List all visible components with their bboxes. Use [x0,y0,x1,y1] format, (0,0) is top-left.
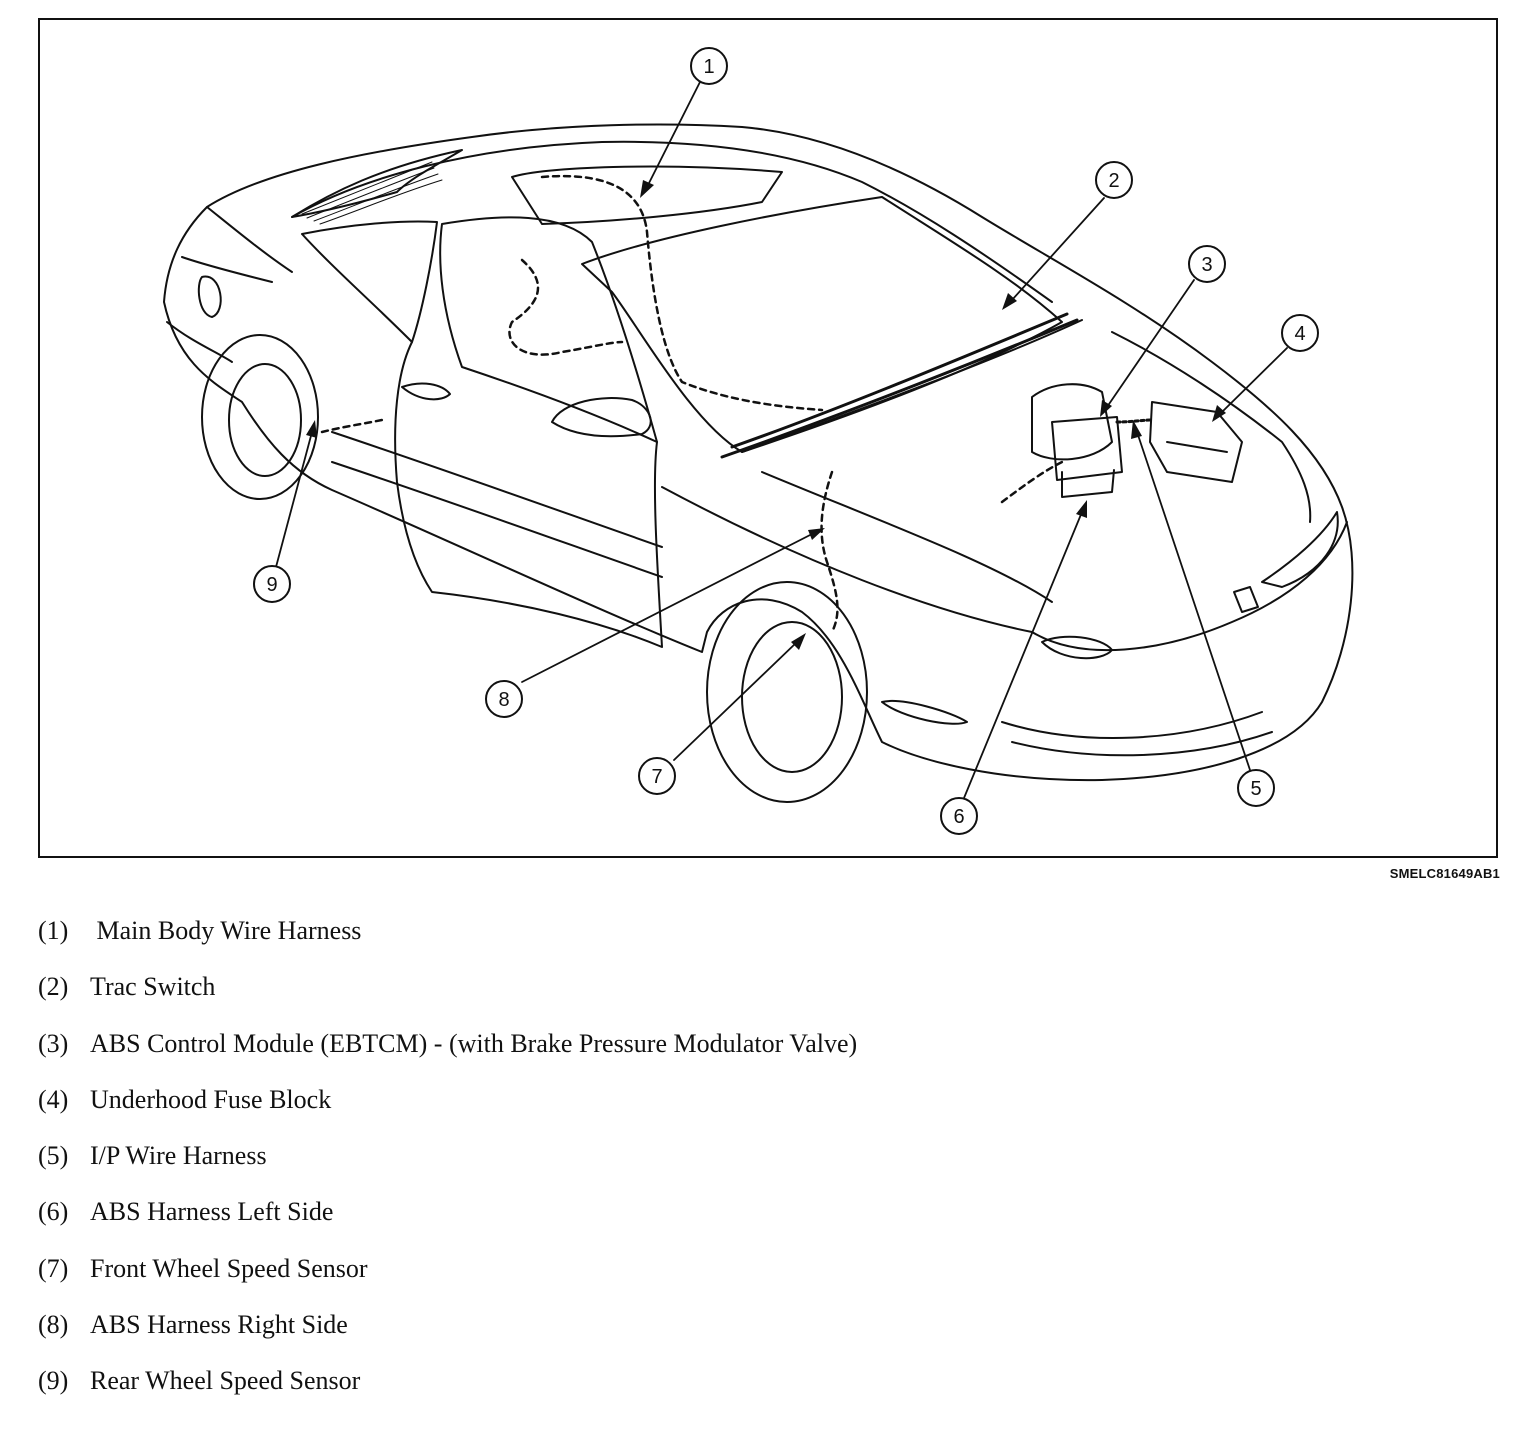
rear-door-harness-route [508,258,624,356]
rear-window-defrost [301,161,443,225]
legend-item: (8) ABS Harness Right Side [38,1300,857,1356]
svg-text:8: 8 [498,689,509,711]
callout-6: 6 [940,797,978,835]
legend-number: (4) [38,1084,69,1114]
quarter-window [301,220,438,343]
car-body-outline [163,123,1354,782]
hood-edge [741,319,1312,603]
callout-8: 8 [485,680,523,718]
rear-sensor-harness-route [320,418,384,434]
legend-item: (4) Underhood Fuse Block [38,1075,857,1131]
brake-master-cylinder [1031,383,1113,461]
rear-window [291,149,463,218]
callout-2: 2 [1095,161,1133,199]
legend-label: ABS Harness Right Side [90,1310,348,1340]
rear-taillight [197,275,222,318]
legend-item: (1) Main Body Wire Harness [38,906,857,962]
callout-4: 4 [1281,314,1319,352]
legend-number: (9) [38,1366,69,1396]
ip-harness-route [1115,418,1154,424]
svg-text:6: 6 [953,806,964,828]
legend-label: ABS Control Module (EBTCM) - (with Brake… [90,1028,858,1058]
rear-wheel-tire [201,334,319,500]
grille-slot [1233,586,1259,613]
svg-text:7: 7 [651,766,662,788]
svg-text:2: 2 [1108,170,1119,192]
legend-number: (1) [38,916,69,945]
legend-number: (2) [38,972,69,1002]
callout-3: 3 [1188,245,1226,283]
fog-lamp [1041,635,1113,660]
leader-lines [275,81,1288,799]
figure-code: SMELC81649AB1 [1389,866,1500,881]
svg-text:4: 4 [1294,323,1305,345]
door-outline [394,341,663,648]
abs-right-harness-route [820,470,839,634]
legend-label: Underhood Fuse Block [90,1084,332,1114]
svg-text:5: 5 [1250,778,1261,800]
legend-label: ABS Harness Left Side [90,1197,334,1227]
callout-9: 9 [253,565,291,603]
sunroof [511,165,783,225]
svg-text:9: 9 [266,574,277,596]
figure-frame: 1 2 3 4 5 6 7 8 [38,18,1498,858]
abs-module-body [1051,416,1123,498]
legend-number: (3) [38,1028,69,1058]
legend-label: I/P Wire Harness [90,1141,267,1171]
side-mirror [551,397,652,438]
car-wiring-illustration: 1 2 3 4 5 6 7 8 [163,47,1354,835]
legend-number: (6) [38,1197,69,1227]
legend-item: (5) I/P Wire Harness [38,1131,857,1187]
door-handle [401,382,451,401]
legend-number: (5) [38,1141,69,1171]
legend-number: (8) [38,1310,69,1340]
rear-wheel-rim [228,363,302,477]
svg-text:1: 1 [703,56,714,78]
legend-label: Front Wheel Speed Sensor [90,1253,368,1283]
legend-label: Trac Switch [90,972,216,1002]
abs-left-harness-route [1000,460,1064,504]
front-headlamp [1261,511,1339,588]
legend-item: (9) Rear Wheel Speed Sensor [38,1356,857,1412]
body-side-crease [331,431,1033,633]
legend-item: (6) ABS Harness Left Side [38,1187,857,1243]
fuse-block-body [1149,401,1243,483]
front-wheel-rim [741,621,843,773]
front-wheel-tire [706,581,868,803]
legend-item: (2) Trac Switch [38,962,857,1018]
component-legend: (1) Main Body Wire Harness (2) Trac Switc… [38,906,857,1413]
car-rear [166,206,293,363]
front-marker-lamp [881,700,968,725]
callout-5: 5 [1237,769,1275,807]
door-window [439,216,658,443]
windshield [581,196,1063,453]
legend-item: (3) ABS Control Module (EBTCM) - (with Br… [38,1019,857,1075]
legend-item: (7) Front Wheel Speed Sensor [38,1244,857,1300]
callout-1: 1 [690,47,728,85]
legend-label: Rear Wheel Speed Sensor [90,1366,361,1396]
main-body-harness-route [540,174,824,412]
legend-label: Main Body Wire Harness [90,916,362,945]
svg-text:3: 3 [1201,254,1212,276]
legend-number: (7) [38,1253,69,1283]
callout-7: 7 [638,757,676,795]
wiper-cowl [720,312,1079,459]
